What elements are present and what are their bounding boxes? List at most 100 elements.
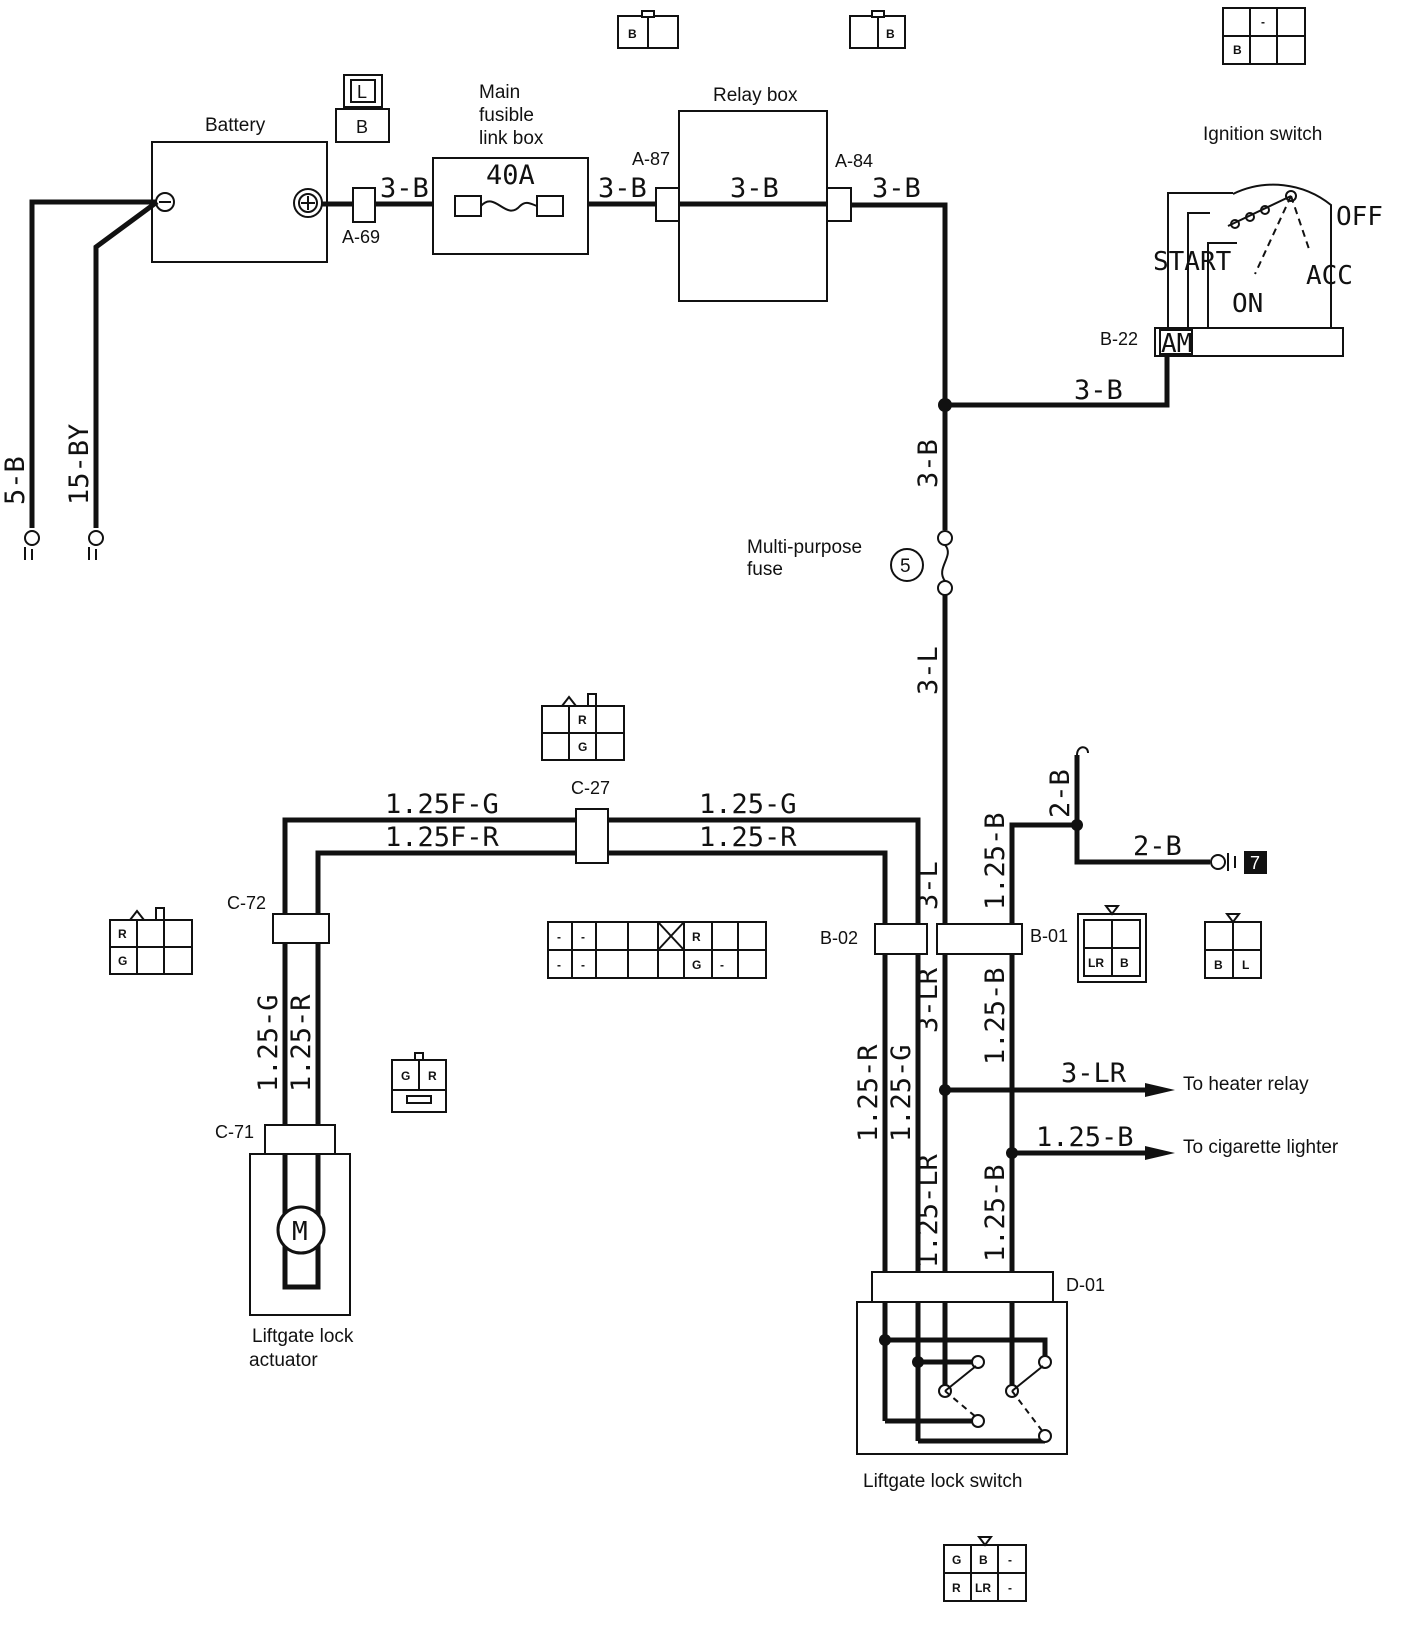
connector-b01	[936, 923, 1023, 955]
fuse-number-badge	[890, 548, 924, 582]
bot-b: B	[979, 1553, 988, 1567]
liftgate-lock-actuator: C-71 M Liftgate lock actuator	[215, 1122, 354, 1371]
ground-symbol-icon	[88, 530, 104, 560]
ignition-switch-label: Ignition switch	[1203, 124, 1322, 145]
wire-label-heater: 3-LR	[1061, 1058, 1127, 1089]
wire-label-fuse-out: 3-L	[913, 646, 944, 695]
connector-face-c27: R G	[541, 693, 625, 761]
fuse-element-icon	[480, 200, 538, 212]
wire-label-b01-125b: 1.25-B	[980, 967, 1011, 1065]
relay-box: Relay box 3-B	[678, 85, 828, 302]
connector-a87	[655, 187, 680, 222]
relay-box-label: Relay box	[713, 85, 798, 106]
label-d01: D-01	[1066, 1275, 1105, 1295]
label-c27: C-27	[571, 778, 610, 798]
wire-label-act-r: 1.25-R	[286, 994, 317, 1092]
battery: Battery	[151, 115, 328, 263]
wire-label-2b: 2-B	[1133, 831, 1182, 862]
connector-face-b01: LR B	[1077, 905, 1147, 983]
motor-icon	[276, 1205, 326, 1255]
wire-label-relay-out: 3-B	[872, 173, 921, 204]
fuse-element-icon	[941, 544, 949, 582]
wire-label-c27-g-right: 1.25-G	[699, 789, 797, 820]
wire-label-sw-b: 1.25-B	[980, 1164, 1011, 1262]
splice-dot	[939, 1084, 951, 1096]
c71-face-r: R	[428, 1069, 437, 1083]
switch-contact-icon	[1038, 1429, 1052, 1443]
connector-d01	[871, 1271, 1054, 1303]
connector-face-d01: G B - R LR -	[943, 1536, 1027, 1602]
ignition-off-label: OFF	[1336, 202, 1383, 232]
fusible-link-label-2: fusible	[479, 105, 534, 126]
ignition-switch-housing	[1232, 183, 1332, 328]
ground-point-icon: 7	[1210, 851, 1267, 874]
label-c71: C-71	[215, 1122, 254, 1142]
connector-c72	[272, 913, 330, 944]
c72-face-r: R	[118, 927, 127, 941]
connector-face-c71: G R	[391, 1052, 447, 1113]
arrow-right-icon	[1145, 1146, 1175, 1160]
bot-dash-1: -	[1008, 1553, 1012, 1567]
b01b-l: L	[1242, 958, 1249, 972]
mp-fuse-label-1: Multi-purpose	[747, 537, 862, 558]
label-a69: A-69	[342, 227, 380, 247]
label-a87: A-87	[632, 149, 670, 169]
heater-relay-label: To heater relay	[1183, 1074, 1309, 1095]
mp-fuse-number: 5	[900, 556, 911, 577]
main-fusible-link-box: Main fusible link box 40A	[432, 82, 589, 255]
wire-label-c27-g-left: 1.25F-G	[385, 789, 499, 820]
multi-purpose-fuse: Multi-purpose fuse 5	[747, 530, 955, 596]
wire-label-5b: 5-B	[0, 456, 31, 505]
battery-connector-l: L	[357, 82, 367, 102]
splice-dot	[938, 398, 952, 412]
mid-g: G	[692, 958, 701, 972]
ignition-acc-label: ACC	[1306, 261, 1353, 291]
wire-green-loop	[282, 817, 921, 1272]
ground-symbol-icon	[24, 530, 40, 560]
top3-dash: -	[1261, 15, 1265, 29]
label-b02: B-02	[820, 928, 858, 948]
connector-c71	[264, 1124, 336, 1155]
connector-face-c72: R G	[109, 907, 193, 975]
c71-face-g: G	[401, 1069, 410, 1083]
bot-dash-2: -	[1008, 1581, 1012, 1595]
top1-b: B	[628, 27, 637, 41]
connector-a84	[826, 187, 852, 222]
connector-c27	[575, 808, 609, 864]
fusible-link-label-3: link box	[479, 128, 544, 149]
battery-connector-b: B	[356, 117, 368, 137]
mid-dash-4: -	[581, 958, 585, 972]
connector-face-top-3: - B	[1222, 7, 1306, 65]
wire-label-b02-3l: 3-L	[913, 861, 944, 910]
ignition-start-label: START	[1153, 247, 1232, 277]
bot-lr: LR	[975, 1581, 991, 1595]
ignition-connector-b22	[1154, 327, 1344, 357]
wire-label-2b-vertical: 2-B	[1045, 769, 1076, 818]
wire-label-sw-r: 1.25-R	[853, 1044, 884, 1142]
wire-main-vertical	[851, 202, 948, 1272]
switch-blade-icon	[944, 1365, 977, 1392]
connector-face-top-2: B	[849, 10, 906, 49]
wire-label-c27-r-right: 1.25-R	[699, 822, 797, 853]
bot-g: G	[952, 1553, 961, 1567]
wire-label-batt-fuse: 3-B	[380, 173, 429, 204]
b01-face-b: B	[1120, 956, 1129, 970]
mp-fuse-label-2: fuse	[747, 559, 783, 580]
ignition-am-label: AM	[1161, 329, 1192, 359]
ground-wire-5b	[29, 199, 157, 528]
actuator-label-2: actuator	[249, 1350, 318, 1371]
wire-label-b01-in: 1.25-B	[980, 812, 1011, 910]
splice-dot	[1071, 819, 1083, 831]
wire-label-to-fuse: 3-B	[913, 439, 944, 488]
arrow-right-icon	[1145, 1083, 1175, 1097]
fusible-link-label-1: Main	[479, 82, 520, 103]
ground-number: 7	[1250, 853, 1260, 873]
label-c72: C-72	[227, 893, 266, 913]
connector-face-top-1: B	[617, 10, 679, 49]
label-b01: B-01	[1030, 926, 1068, 946]
switch-contact-icon	[971, 1414, 985, 1428]
c27-face-g: G	[578, 740, 587, 754]
top2-b: B	[886, 27, 895, 41]
battery-body	[151, 141, 328, 263]
